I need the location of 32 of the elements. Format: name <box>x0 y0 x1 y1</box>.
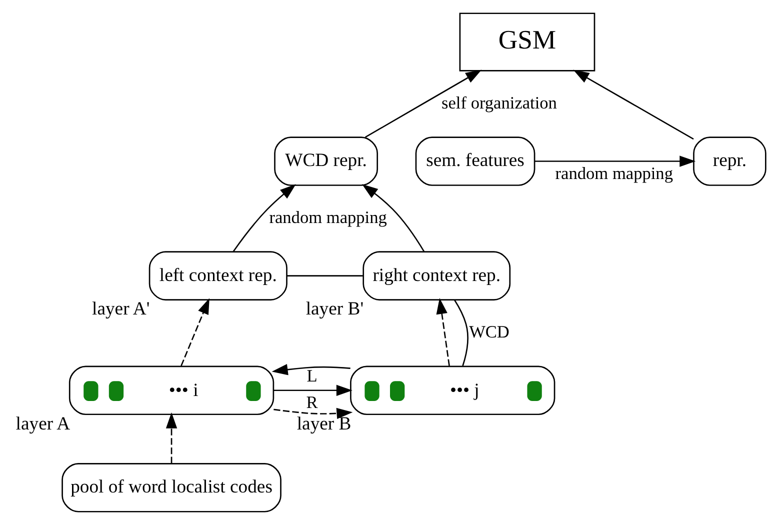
arrow <box>165 412 177 464</box>
arrow <box>273 384 352 396</box>
edge-label: R <box>306 393 318 412</box>
edge-label: WCD <box>468 322 509 342</box>
edge-label: random mapping <box>554 164 672 184</box>
node-label: layer A <box>15 413 70 434</box>
arrow <box>436 298 450 366</box>
edge-label: L <box>306 366 317 386</box>
connector <box>286 275 362 276</box>
connector <box>454 300 468 366</box>
node-label: layer B' <box>305 298 364 320</box>
node-box: ••• j <box>350 366 555 416</box>
node-box: repr. <box>692 136 766 186</box>
node-box: ••• i <box>68 366 274 416</box>
node-box: sem. features <box>414 136 535 186</box>
arrow <box>534 156 696 167</box>
node-box: pool of word localist codes <box>61 462 281 512</box>
arrow <box>232 184 296 252</box>
arrow <box>361 184 424 252</box>
arrow <box>273 408 352 420</box>
arrow <box>271 364 350 376</box>
arrow <box>180 298 209 366</box>
node-box: GSM <box>458 12 595 72</box>
edge-label: random mapping <box>268 208 386 228</box>
arrow <box>572 70 694 140</box>
node-label: layer A' <box>92 298 150 320</box>
node-box: right context rep. <box>362 251 510 300</box>
arrow <box>364 70 482 138</box>
edge-label: self organization <box>441 94 556 112</box>
node-box: WCD repr. <box>274 136 378 186</box>
node-label: layer B <box>296 413 351 434</box>
node-box: left context rep. <box>148 251 287 300</box>
